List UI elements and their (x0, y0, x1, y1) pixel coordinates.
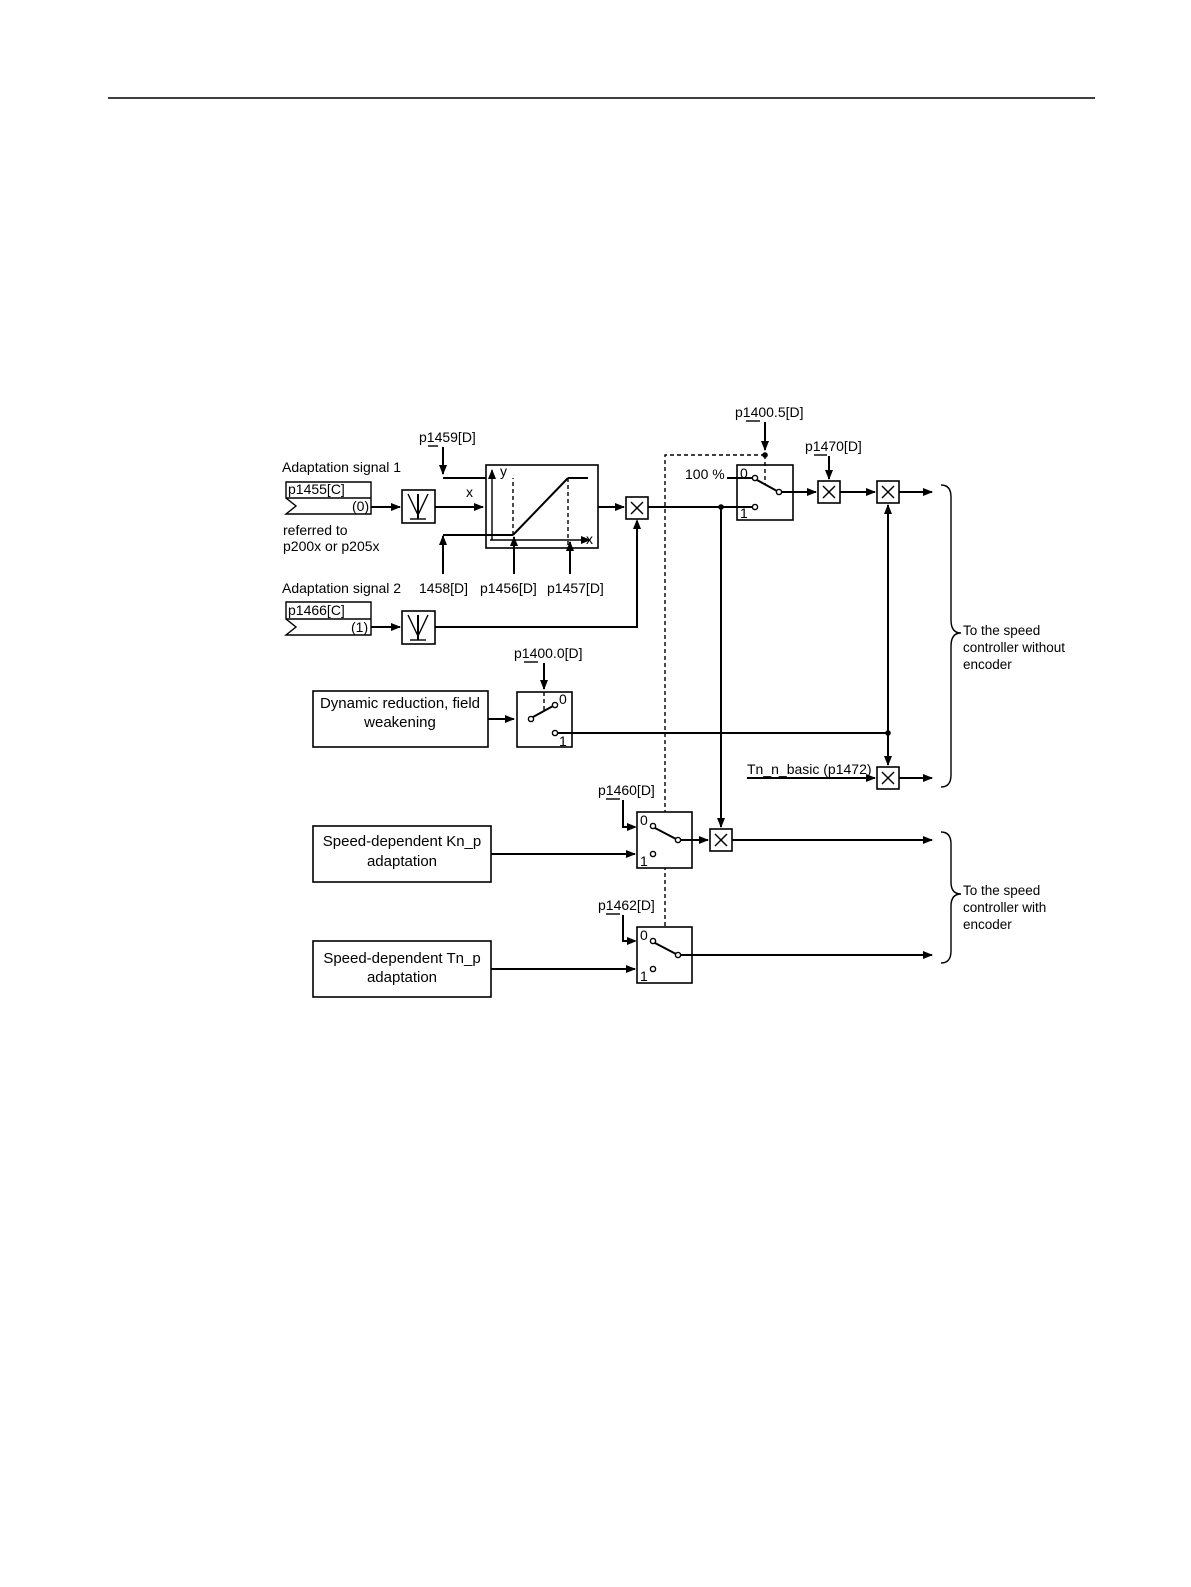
referred-to-params: p200x or p205x (283, 538, 380, 554)
abs-value-block-2 (401, 610, 436, 645)
s3-pos1: 1 (640, 853, 648, 869)
tn-line1: Speed-dependent Tn_p (323, 950, 480, 967)
multiplier-2 (817, 480, 841, 504)
without-line2: controller without (963, 640, 1065, 655)
s4-pos0: 0 (640, 927, 648, 943)
abs-value-block-1 (401, 489, 436, 524)
s1-input-100: 100 % (685, 466, 725, 482)
p1460-param: p1460[D] (598, 782, 655, 798)
characteristic-block (485, 464, 599, 549)
connector-p1455[interactable] (284, 481, 372, 515)
p1466-param: p1466[C] (288, 602, 345, 618)
without-line3: encoder (963, 657, 1012, 672)
s2-pos1: 1 (559, 733, 567, 749)
tn-adaptation-block (312, 940, 492, 998)
s1-pos0: 0 (740, 465, 748, 481)
adaptation-signal-2-label: Adaptation signal 2 (282, 580, 401, 596)
s3-pos0: 0 (640, 812, 648, 828)
without-line1: To the speed (963, 623, 1040, 638)
with-line1: To the speed (963, 883, 1040, 898)
s2-pos0: 0 (559, 691, 567, 707)
p1400-5-param: p1400.5[D] (735, 404, 804, 420)
p1470-param: p1470[D] (805, 438, 862, 454)
multiplier-5 (709, 828, 733, 852)
char-axis-y: y (500, 463, 507, 479)
brace-with-encoder (940, 831, 962, 964)
kn-line2: adaptation (367, 853, 437, 870)
dynamic-line2: weakening (363, 714, 436, 731)
p1455-param: p1455[C] (288, 481, 345, 497)
s1-pos1: 1 (740, 505, 748, 521)
p1400-0-param: p1400.0[D] (514, 645, 583, 661)
s4-pos1: 1 (640, 968, 648, 984)
multiplier-3 (876, 480, 900, 504)
referred-to-label: referred to (283, 522, 348, 538)
kn-line1: Speed-dependent Kn_p (323, 833, 481, 850)
characteristic-input-x: x (466, 484, 473, 500)
p1466-index: (1) (351, 619, 368, 635)
tn-n-basic-param: Tn_n_basic (p1472) (747, 761, 872, 777)
with-line3: encoder (963, 917, 1012, 932)
brace-without-encoder (940, 484, 962, 788)
multiplier-4 (876, 766, 900, 790)
p1459-param: p1459[D] (419, 429, 476, 445)
p1455-index: (0) (352, 498, 369, 514)
with-line2: controller with (963, 900, 1046, 915)
tn-line2: adaptation (367, 969, 437, 986)
connector-p1466[interactable] (284, 601, 372, 636)
kn-adaptation-block (312, 825, 492, 883)
multiplier-1 (625, 496, 649, 520)
adaptation-signal-1-label: Adaptation signal 1 (282, 459, 401, 475)
p1462-param: p1462[D] (598, 897, 655, 913)
char-axis-x: x (586, 531, 593, 547)
param-p1457: p1457[D] (547, 580, 604, 596)
switch-p1400-0 (516, 691, 573, 748)
param-1458: 1458[D] (419, 580, 468, 596)
param-p1456: p1456[D] (480, 580, 537, 596)
dynamic-line1: Dynamic reduction, field (320, 695, 480, 712)
